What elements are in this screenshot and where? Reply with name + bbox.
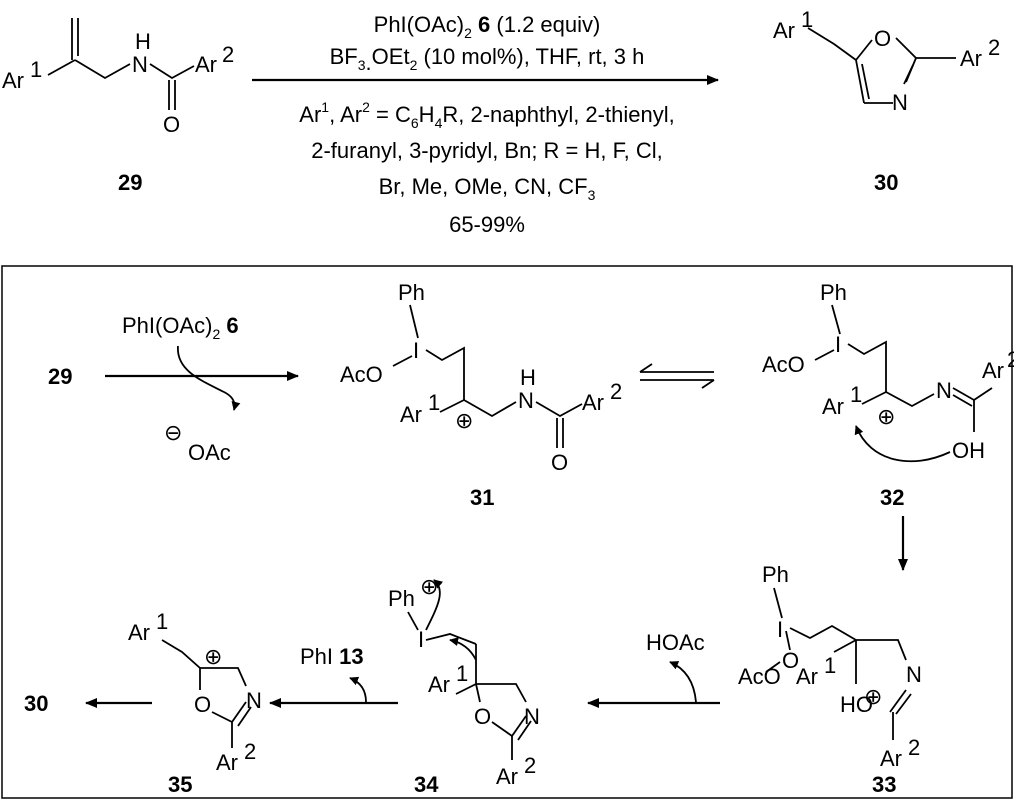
compound-label-29: 29 <box>48 364 72 389</box>
atom-ph: Ph <box>762 562 789 587</box>
atom-i: I <box>413 338 419 363</box>
atom-superscript: 1 <box>456 661 468 686</box>
atom-ar: Ar <box>128 620 150 645</box>
phi-label: PhI 13 <box>300 644 364 669</box>
atom-ar: Ar <box>428 672 450 697</box>
compound-label-34: 34 <box>414 772 439 797</box>
charge-plus: ⊕ <box>455 408 473 433</box>
scope-line: Ar1, Ar2 = C6H4R, 2-naphthyl, 2-thienyl, <box>299 99 674 131</box>
atom-superscript: 1 <box>156 609 168 634</box>
byproduct-acetate: OAc <box>188 440 231 465</box>
atom-aco: AcO <box>340 362 383 387</box>
atom-ar: Ar <box>982 358 1004 383</box>
atom-ar: Ar <box>216 750 238 775</box>
compound-label-32: 32 <box>880 485 904 510</box>
intermediate-35: Ar 1 ⊕ N O Ar 2 35 <box>128 609 262 797</box>
atom-aco: AcO <box>738 664 781 689</box>
compound-label-35: 35 <box>168 772 192 797</box>
atom-o: O <box>194 692 211 717</box>
product-30: Ar 1 O N Ar 2 30 <box>773 7 1000 195</box>
curved-arrow <box>177 345 241 411</box>
intermediate-32: Ph I AcO Ar 1 ⊕ N Ar 2 OH 32 <box>762 280 1014 510</box>
atom-i: I <box>418 627 424 652</box>
scope-line: Br, Me, OMe, CN, CF3 <box>379 174 596 203</box>
atom-superscript: 1 <box>801 7 813 32</box>
atom-superscript: 1 <box>850 382 862 407</box>
atom-ho: HO <box>840 692 873 717</box>
atom-superscript: 2 <box>222 42 234 67</box>
conditions-line: PhI(OAc)2 6 (1.2 equiv) <box>374 12 601 41</box>
atom-ar: Ar <box>195 52 217 77</box>
atom-oh: OH <box>952 438 985 463</box>
compound-label-33: 33 <box>872 772 896 797</box>
curved-arrow <box>854 425 951 463</box>
atom-ph: Ph <box>388 586 415 611</box>
atom-ar: Ar <box>496 764 518 789</box>
atom-superscript: 2 <box>524 753 536 778</box>
atom-superscript: 2 <box>908 735 920 760</box>
reaction-conditions: PhI(OAc)2 6 (1.2 equiv) BF3.OEt2 (10 mol… <box>299 12 674 237</box>
atom-n: N <box>524 704 540 729</box>
reagent-label: PhI(OAc)2 6 <box>122 313 239 342</box>
intermediate-31: Ph I AcO Ar 1 ⊕ H N Ar 2 O 31 <box>340 280 622 510</box>
atom-ar: Ar <box>400 402 422 427</box>
equilibrium-arrows <box>639 363 715 389</box>
atom-n: N <box>246 688 262 713</box>
atom-ph: Ph <box>820 280 847 305</box>
atom-ar: Ar <box>582 390 604 415</box>
atom-h: H <box>135 29 151 54</box>
curved-arrow <box>449 637 477 661</box>
atom-ar: Ar <box>960 46 982 71</box>
scope-line: 2-furanyl, 3-pyridyl, Bn; R = H, F, Cl, <box>311 138 663 163</box>
atom-superscript: 2 <box>988 35 1000 60</box>
atom-superscript: 2 <box>244 739 256 764</box>
atom-o: O <box>551 450 568 475</box>
charge-plus: ⊕ <box>877 404 895 429</box>
curved-arrow <box>425 579 444 631</box>
conditions-line: BF3.OEt2 (10 mol%), THF, rt, 3 h <box>330 44 645 75</box>
charge-plus: ⊕ <box>420 574 438 599</box>
atom-superscript: 1 <box>30 57 42 82</box>
atom-o: O <box>474 704 491 729</box>
atom-superscript: 2 <box>1007 347 1014 372</box>
curved-arrow <box>349 676 367 703</box>
intermediate-34: Ph ⊕ I Ar 1 N O Ar 2 34 <box>388 574 540 797</box>
atom-aco: AcO <box>762 352 805 377</box>
atom-n: N <box>936 378 952 403</box>
atom-n: N <box>132 52 148 77</box>
atom-superscript: 2 <box>610 379 622 404</box>
atom-ar: Ar <box>796 664 818 689</box>
compound-label-29: 29 <box>118 170 142 195</box>
atom-i: I <box>777 617 783 642</box>
atom-n: N <box>906 662 922 687</box>
atom-i: I <box>835 332 841 357</box>
compound-label-30: 30 <box>874 170 898 195</box>
compound-label-30: 30 <box>24 691 48 716</box>
compound-label-31: 31 <box>470 485 494 510</box>
charge-plus: ⊕ <box>864 684 882 709</box>
atom-superscript: 1 <box>824 653 836 678</box>
charge-minus: ⊖ <box>164 420 182 445</box>
atom-ar: Ar <box>2 68 24 93</box>
atom-o: O <box>874 26 891 51</box>
intermediate-33: Ph I O AcO Ar 1 N HO ⊕ Ar 2 33 <box>738 562 922 797</box>
atom-n: N <box>518 388 534 413</box>
starting-material-29: Ar 1 H N Ar 2 O 29 <box>2 18 234 195</box>
atom-n: N <box>892 90 908 115</box>
atom-ar: Ar <box>822 394 844 419</box>
atom-ar: Ar <box>773 18 795 43</box>
atom-ar: Ar <box>880 746 902 771</box>
atom-o: O <box>163 112 180 137</box>
atom-superscript: 1 <box>428 390 440 415</box>
charge-plus: ⊕ <box>204 644 222 669</box>
mechanism-box <box>1 265 1013 799</box>
yield-text: 65-99% <box>449 212 525 237</box>
atom-ph: Ph <box>398 280 425 305</box>
curved-arrow <box>669 661 697 703</box>
atom-h: H <box>520 365 536 390</box>
atom-o: O <box>782 648 799 673</box>
hoac-label: HOAc <box>646 630 705 655</box>
